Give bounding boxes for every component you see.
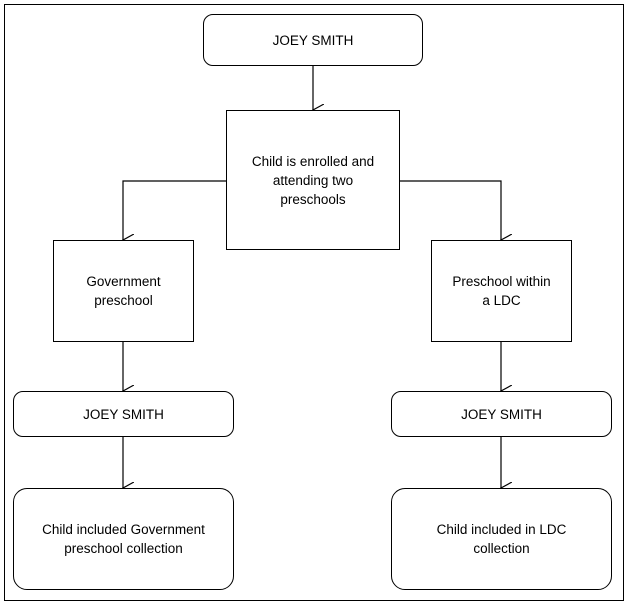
enrolled-label: Child is enrolled and attending two pres… [251, 153, 375, 207]
ldc-preschool-label: Preschool within a LDC [452, 274, 551, 308]
left-name-box: JOEY SMITH [13, 391, 234, 437]
government-preschool-box: Government preschool [53, 240, 194, 342]
enrolled-box: Child is enrolled and attending two pres… [226, 110, 400, 250]
ldc-preschool-box: Preschool within a LDC [431, 240, 572, 342]
top-name-box: JOEY SMITH [203, 14, 423, 66]
left-result-label: Child included Government preschool coll… [42, 522, 205, 556]
right-name-box: JOEY SMITH [391, 391, 612, 437]
right-result-box: Child included in LDC collection [391, 488, 612, 590]
right-result-label: Child included in LDC collection [436, 522, 567, 556]
diagram-frame [4, 4, 624, 601]
government-preschool-label: Government preschool [86, 274, 161, 308]
top-name-label: JOEY SMITH [272, 32, 354, 48]
left-result-box: Child included Government preschool coll… [13, 488, 234, 590]
arrow-enrolled-to-ldc [399, 180, 501, 240]
right-name-label: JOEY SMITH [461, 406, 542, 422]
arrow-enrolled-to-government [123, 180, 226, 240]
left-name-label: JOEY SMITH [83, 406, 164, 422]
